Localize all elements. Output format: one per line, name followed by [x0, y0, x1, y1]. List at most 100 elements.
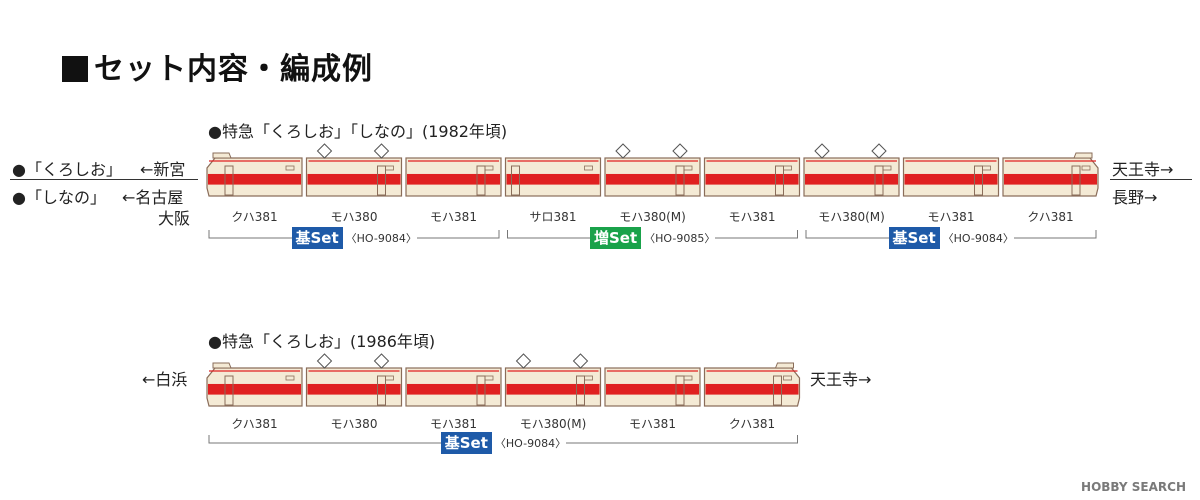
car-window [882, 165, 892, 171]
car-label: モハ380 [330, 417, 378, 431]
car-label: モハ381 [927, 210, 975, 224]
red-stripe [606, 383, 699, 395]
car-door [511, 165, 520, 196]
red-stripe [606, 173, 699, 185]
red-stripe [506, 173, 600, 185]
formation2-left-dest-shirahama: ←白浜 [142, 370, 188, 389]
red-stripe [705, 383, 799, 395]
formation2-right-dest-tennoji: 天王寺→ [810, 370, 872, 389]
pantograph-icon [871, 143, 887, 159]
car-window [584, 165, 593, 171]
pantograph-icon [373, 353, 390, 369]
train-car [703, 157, 801, 197]
red-stripe [805, 173, 898, 185]
car-label: モハ381 [430, 210, 477, 224]
train-car [604, 367, 701, 407]
set-label: 基Set〈HO-9084〉 [291, 227, 417, 249]
base-set-badge: 基Set [440, 432, 492, 454]
pantograph-icon [814, 143, 830, 159]
formation2-label: ●特急「くろしお」(1986年頃) [208, 332, 436, 351]
car-label: クハ381 [231, 417, 278, 431]
train-car [504, 353, 602, 407]
train-car [504, 157, 602, 197]
red-stripe [506, 383, 600, 395]
car-window [385, 165, 394, 171]
page-title: セット内容・編成例 [62, 44, 373, 88]
add-set-badge: 増Set [590, 227, 642, 249]
car-label: クハ381 [1027, 210, 1074, 224]
car-door [576, 375, 585, 406]
car-label: モハ381 [629, 417, 676, 431]
car-door [377, 165, 386, 196]
car-label: モハ380 [330, 210, 378, 224]
pantograph-icon [615, 143, 631, 159]
watermark: HOBBY SEARCH [1081, 480, 1186, 494]
formation1-left-station-nagoya: ←名古屋 [122, 188, 184, 207]
red-stripe [208, 173, 301, 185]
train-car [305, 143, 403, 197]
red-stripe [705, 173, 799, 185]
car-label: モハ380(M) [818, 210, 885, 224]
red-stripe [208, 383, 301, 395]
red-stripe [407, 173, 500, 185]
formation1-right-dest-nagano: 長野→ [1112, 188, 1158, 207]
car-window [783, 375, 792, 381]
base-set-badge: 基Set [291, 227, 343, 249]
pantograph-icon [515, 353, 532, 369]
pantograph-icon [672, 143, 688, 159]
set-label: 増Set〈HO-9085〉 [590, 227, 716, 249]
destination-divider-right [1110, 179, 1192, 180]
car-door [874, 165, 884, 196]
train-car [305, 353, 403, 407]
car-label: モハ381 [728, 210, 776, 224]
destination-divider [10, 179, 198, 180]
set-part-number: 〈HO-9085〉 [644, 232, 716, 245]
pantograph-icon [316, 143, 333, 159]
cab-headlight-housing [1073, 152, 1093, 159]
car-window [484, 375, 494, 381]
train-car [405, 367, 502, 407]
car-door [1071, 165, 1081, 196]
pantograph-icon [572, 353, 589, 369]
train-car [206, 152, 303, 197]
set-part-number: 〈HO-9084〉 [942, 232, 1014, 245]
train-car [405, 157, 502, 197]
train-car [902, 157, 1000, 197]
formation1-right-dest-tennoji: 天王寺→ [1112, 160, 1174, 179]
red-stripe [1004, 173, 1097, 185]
set-label: 基Set〈HO-9084〉 [440, 432, 567, 454]
train-car [703, 362, 801, 407]
formation1-left-train-shinano: ●「しなの」 [12, 188, 106, 207]
car-door [377, 375, 386, 406]
cab-headlight-housing [212, 152, 232, 159]
red-stripe [307, 173, 401, 185]
formation1-left-station-shingu: ←新宮 [140, 160, 186, 179]
car-window [484, 165, 494, 171]
car-label: モハ381 [430, 417, 477, 431]
car-window [285, 375, 295, 381]
car-window [1081, 165, 1091, 171]
set-part-number: 〈HO-9084〉 [345, 232, 417, 245]
car-door [775, 165, 784, 196]
car-label: モハ380(M) [519, 417, 587, 431]
car-label: クハ381 [728, 417, 776, 431]
train-car [206, 362, 303, 407]
train-car [604, 143, 701, 197]
pantograph-icon [373, 143, 390, 159]
cab-headlight-housing [774, 362, 794, 369]
car-window [683, 375, 693, 381]
square-bullet-icon [62, 56, 88, 82]
car-label: サロ381 [529, 210, 577, 224]
car-label: モハ380(M) [619, 210, 686, 224]
train-car [803, 143, 900, 197]
car-label: クハ381 [231, 210, 278, 224]
car-window [982, 165, 991, 171]
cab-headlight-housing [212, 362, 232, 369]
formation2-cars [206, 353, 801, 407]
red-stripe [407, 383, 500, 395]
car-door [224, 165, 234, 196]
car-door [476, 375, 486, 406]
car-door [675, 165, 685, 196]
formation1-label: ●特急「くろしお」「しなの」(1982年頃) [208, 122, 508, 141]
red-stripe [307, 383, 401, 395]
